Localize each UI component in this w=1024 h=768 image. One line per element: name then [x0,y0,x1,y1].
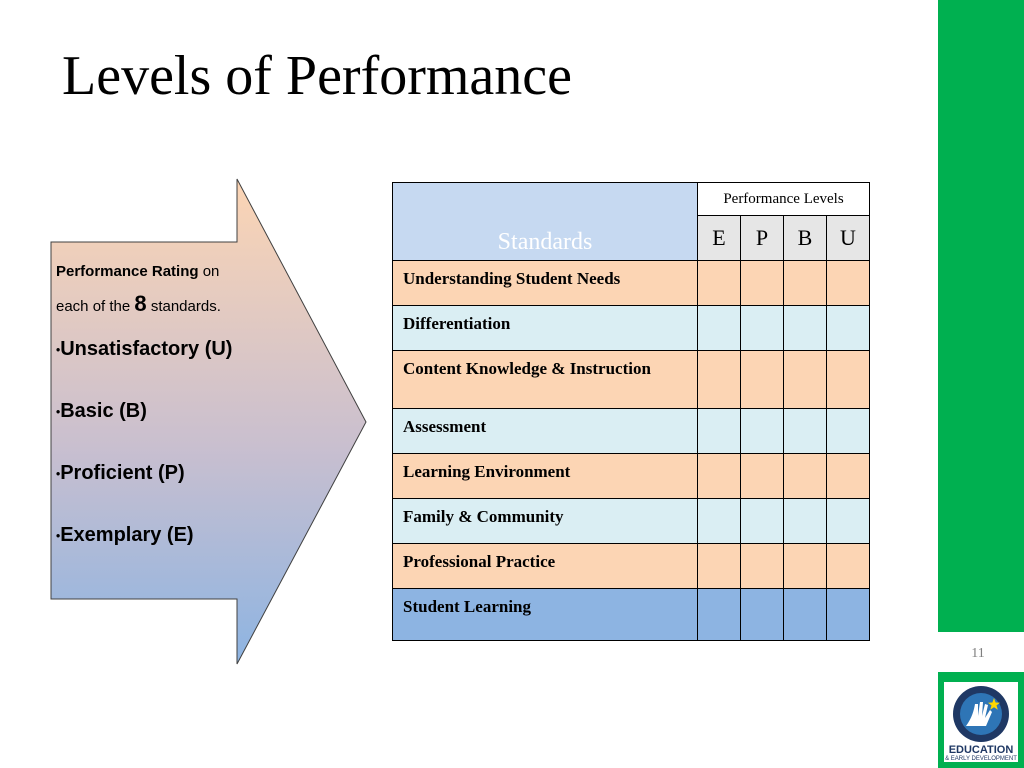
rating-cell [740,588,784,641]
rating-cell [826,543,870,589]
standard-name: Student Learning [392,588,698,641]
rating-intro-each: each of the [56,298,135,315]
rating-cell [826,305,870,351]
slide-title: Levels of Performance [62,45,572,107]
rating-intro-standards: standards. [146,298,221,315]
table-row: Content Knowledge & Instruction [392,350,870,409]
rating-cell [740,453,784,499]
rating-cell [783,260,827,306]
level-item-basic: •Basic (B) [56,400,147,422]
standard-name: Content Knowledge & Instruction [392,350,698,409]
rating-cell [783,350,827,409]
standard-name: Professional Practice [392,543,698,589]
level-item-exemplary: •Exemplary (E) [56,524,194,546]
rating-cell [826,588,870,641]
table-row: Differentiation [392,305,870,351]
green-side-bar [938,0,1024,632]
rating-cell [740,305,784,351]
rating-cell [697,588,741,641]
rating-cell [697,543,741,589]
rating-cell [783,453,827,499]
rating-cell [697,305,741,351]
rating-cell [740,260,784,306]
rating-levels-list: •Unsatisfactory (U) •Basic (B) •Proficie… [56,335,256,583]
rating-intro-bold: Performance Rating [56,263,199,280]
table-row: Student Learning [392,588,870,641]
rating-cell [783,588,827,641]
standard-name: Differentiation [392,305,698,351]
rating-cell [740,408,784,454]
rating-cell [697,260,741,306]
performance-levels-header: Performance Levels [697,182,870,216]
education-department-logo: EDUCATION & EARLY DEVELOPMENT [938,672,1024,768]
bullet-icon: • [56,528,61,543]
standard-name: Family & Community [392,498,698,544]
table-row: Professional Practice [392,543,870,589]
rating-cell [826,260,870,306]
standard-name: Learning Environment [392,453,698,499]
level-header-p: P [740,215,784,261]
bullet-icon: • [56,342,61,357]
table-row: Family & Community [392,498,870,544]
rating-cell [740,350,784,409]
performance-levels-table: Standards Performance Levels E P B U Und… [392,182,870,641]
rating-description: Performance Rating on each of the 8 stan… [56,256,256,583]
level-header-b: B [783,215,827,261]
logo-sub-text: & EARLY DEVELOPMENT [945,756,1017,762]
standards-count: 8 [134,291,147,316]
level-item-proficient: •Proficient (P) [56,462,185,484]
rating-cell [740,543,784,589]
level-header-u: U [826,215,870,261]
rating-intro-on: on [198,263,220,280]
rating-intro: Performance Rating on each of the 8 stan… [56,256,256,323]
bullet-icon: • [56,404,61,419]
standard-name: Understanding Student Needs [392,260,698,306]
rating-arrow-shape [50,178,367,665]
standards-header: Standards [392,182,698,261]
table-row: Assessment [392,408,870,454]
rating-cell [826,453,870,499]
bullet-icon: • [56,466,61,481]
page-number: 11 [971,646,985,661]
rating-cell [783,408,827,454]
rating-cell [783,543,827,589]
rating-cell [697,498,741,544]
level-header-e: E [697,215,741,261]
logo-panel: EDUCATION & EARLY DEVELOPMENT [944,682,1018,762]
seal-icon [953,686,1009,742]
rating-cell [826,408,870,454]
rating-cell [826,498,870,544]
rating-cell [783,305,827,351]
standard-name: Assessment [392,408,698,454]
level-item-unsatisfactory: •Unsatisfactory (U) [56,338,233,360]
rating-cell [826,350,870,409]
rating-cell [783,498,827,544]
rating-cell [697,453,741,499]
table-row: Learning Environment [392,453,870,499]
rating-cell [697,350,741,409]
rating-cell [740,498,784,544]
rating-cell [697,408,741,454]
table-row: Understanding Student Needs [392,260,870,306]
logo-main-text: EDUCATION [948,744,1014,756]
